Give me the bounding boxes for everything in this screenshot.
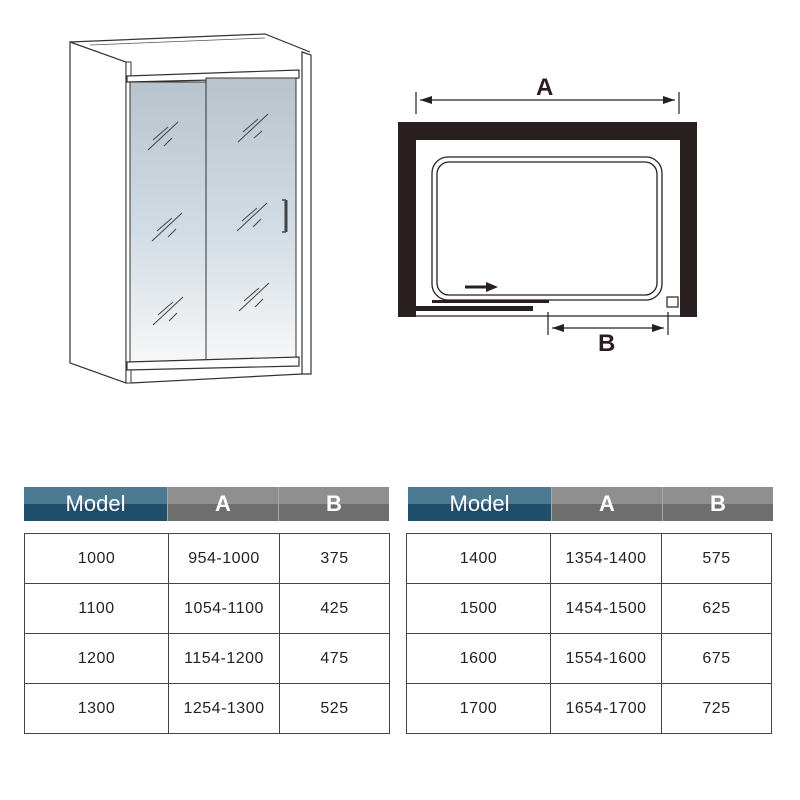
dimension-a-label: A [536,74,554,101]
cell-b: 625 [661,583,772,634]
header-model: Model [408,487,551,521]
cell-b: 425 [279,583,390,634]
table-row: 1000 954-1000 375 [24,533,390,584]
cell-b: 675 [661,633,772,684]
cell-model: 1000 [24,533,169,584]
table-row: 1500 1454-1500 625 [406,583,772,634]
cell-model: 1700 [406,683,551,734]
header-model: Model [24,487,167,521]
header-a: A [167,487,278,521]
header-b: B [662,487,773,521]
cell-model: 1600 [406,633,551,684]
table-row: 1200 1154-1200 475 [24,633,390,684]
size-table-2-header: Model A B [408,487,773,521]
cell-model: 1500 [406,583,551,634]
cell-a: 954-1000 [168,533,280,584]
size-table-1-header: Model A B [24,487,389,521]
cell-model: 1100 [24,583,169,634]
table-row: 1600 1554-1600 675 [406,633,772,684]
table-row: 1100 1054-1100 425 [24,583,390,634]
cell-a: 1654-1700 [550,683,662,734]
cell-a: 1354-1400 [550,533,662,584]
dimension-b-label: B [598,330,616,357]
cell-a: 1154-1200 [168,633,280,684]
cell-model: 1300 [24,683,169,734]
cell-b: 525 [279,683,390,734]
cell-b: 575 [661,533,772,584]
cell-b: 725 [661,683,772,734]
table-row: 1400 1354-1400 575 [406,533,772,584]
cell-model: 1200 [24,633,169,684]
header-b: B [278,487,389,521]
cell-model: 1400 [406,533,551,584]
cell-a: 1554-1600 [550,633,662,684]
cell-a: 1454-1500 [550,583,662,634]
header-a: A [551,487,662,521]
cell-a: 1054-1100 [168,583,280,634]
table-row: 1300 1254-1300 525 [24,683,390,734]
size-table-2: 1400 1354-1400 575 1500 1454-1500 625 16… [406,533,772,734]
cell-b: 475 [279,633,390,684]
table-row: 1700 1654-1700 725 [406,683,772,734]
cell-a: 1254-1300 [168,683,280,734]
size-table-1: 1000 954-1000 375 1100 1054-1100 425 120… [24,533,390,734]
cell-b: 375 [279,533,390,584]
